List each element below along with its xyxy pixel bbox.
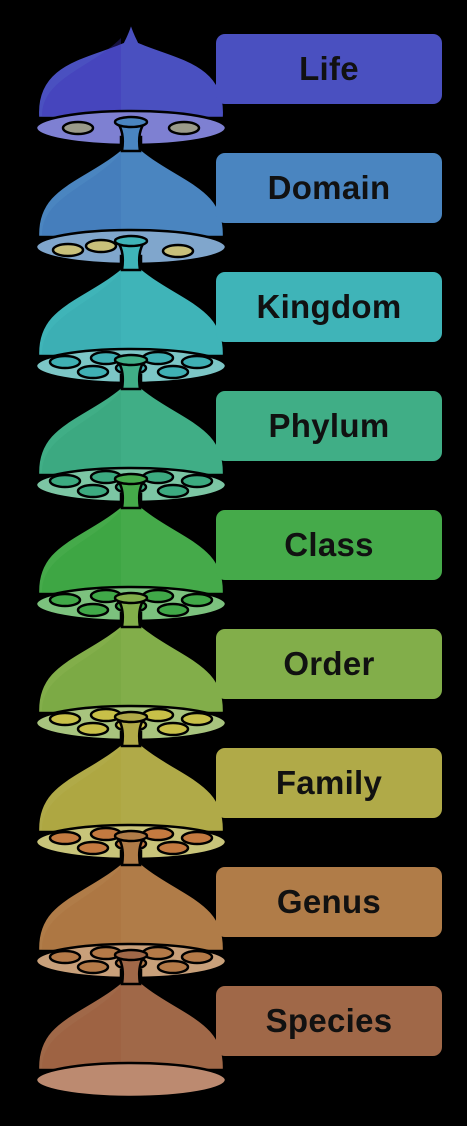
bell-body [36,373,226,477]
stem-cap [113,234,149,248]
rim-hole [84,238,118,254]
label-box-genus: Genus [216,867,442,937]
level-order [34,611,228,742]
rank-label: Domain [267,169,391,206]
rim-hole [156,959,190,975]
rank-label: Family [275,764,383,801]
label-box-order: Order [216,629,442,699]
rim-hole [156,840,190,856]
level-species [34,968,228,1099]
rank-label: Order [283,645,375,682]
rim-hole [76,840,110,856]
rim-hole [156,602,190,618]
bell-rim [34,1061,228,1099]
rim-hole [180,473,214,489]
label-box-class: Class [216,510,442,580]
rim-hole [48,354,82,370]
bell-body [36,21,226,120]
bell-body [36,968,226,1072]
rank-label: Life [299,50,359,87]
bell-shade [42,510,121,592]
rim-hole [180,592,214,608]
level-class [34,492,228,623]
bell-shade [42,986,121,1068]
bell-shade [42,867,121,949]
stem-cap [113,948,149,962]
stem-cap [113,591,149,605]
rim-hole [180,711,214,727]
rim-hole [48,949,82,965]
rim-hole [156,483,190,499]
stem-cap [113,829,149,843]
bell-shade [42,272,121,354]
bell-shade [42,748,121,830]
bell-body [36,730,226,834]
rank-label: Phylum [268,407,390,444]
rim-hole [76,602,110,618]
rank-label: Kingdom [256,288,402,325]
label-box-family: Family [216,748,442,818]
level-domain [34,135,228,266]
bell-body [36,254,226,358]
level-phylum [34,373,228,504]
rim-hole [156,721,190,737]
rim-hole [48,592,82,608]
rim-hole [180,354,214,370]
label-box-kingdom: Kingdom [216,272,442,342]
label-box-domain: Domain [216,153,442,223]
level-genus [34,849,228,980]
rim-hole [76,483,110,499]
stem-cap [113,115,149,129]
label-box-life: Life [216,34,442,104]
bell-shade [42,38,121,116]
rim-hole [167,120,201,136]
level-life [34,21,228,147]
rim-hole [61,120,95,136]
rim-hole [48,711,82,727]
level-kingdom [34,254,228,385]
bell-shade [42,629,121,711]
rim-hole [48,473,82,489]
bell-shade [42,391,121,473]
label-box-species: Species [216,986,442,1056]
stem-cap [113,353,149,367]
rank-label: Genus [276,883,382,920]
rim-hole [48,830,82,846]
bell-body [36,492,226,596]
label-box-phylum: Phylum [216,391,442,461]
rank-label: Class [284,526,374,563]
stem-cap [113,710,149,724]
rim-hole [76,959,110,975]
rim-hole [51,242,85,258]
bell-body [36,611,226,715]
bell-shade [42,153,121,235]
bell-body [36,849,226,953]
rim-hole [180,949,214,965]
rim-hole [76,721,110,737]
rank-label: Species [265,1002,393,1039]
bell-body [36,135,226,239]
rim-hole [76,364,110,380]
rim-hole [161,243,195,259]
rim-hole [180,830,214,846]
stem-cap [113,472,149,486]
rim-hole [156,364,190,380]
